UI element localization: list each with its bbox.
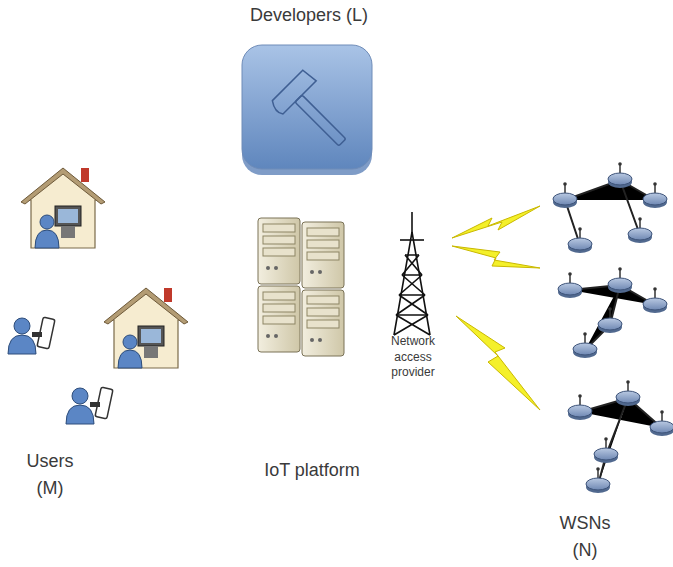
developer-icon (242, 45, 372, 175)
user-icons (8, 168, 188, 424)
server-rack (258, 218, 344, 356)
component-title: WSNs (N) (555, 510, 615, 564)
component-title: IoT platform (232, 457, 392, 484)
sensor-networks (553, 162, 673, 493)
antenna-tower (394, 212, 430, 335)
component-title: Users (M) (20, 448, 80, 502)
component-title: Network access provider (378, 334, 448, 381)
component-title: Developers (L) (209, 2, 409, 29)
wireless-links (452, 206, 540, 410)
